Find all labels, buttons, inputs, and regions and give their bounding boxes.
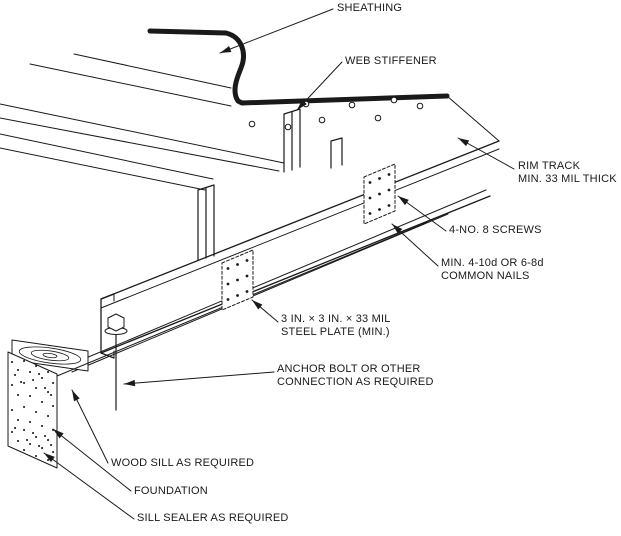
steel-plate-upper xyxy=(363,163,396,225)
joist-end-3 xyxy=(330,137,343,169)
foundation-end-face xyxy=(7,351,58,469)
label-anchor-bolt: ANCHOR BOLT OR OTHER CONNECTION AS REQUI… xyxy=(277,363,434,389)
label-steel-plate-line2: STEEL PLATE (MIN.) xyxy=(281,326,390,338)
label-wood-sill: WOOD SILL AS REQUIRED xyxy=(111,457,255,469)
concrete-stipple xyxy=(11,360,55,461)
label-foundation: FOUNDATION xyxy=(134,485,208,497)
wood-sill-part xyxy=(11,189,487,373)
label-web-stiffener: WEB STIFFENER xyxy=(345,55,437,67)
web-stiffener-part xyxy=(283,108,301,173)
label-anchor-bolt-line1: ANCHOR BOLT OR OTHER xyxy=(277,363,421,375)
leader-arrowheads xyxy=(44,46,470,463)
label-sheathing: SHEATHING xyxy=(337,2,403,14)
label-rim-track-line2: MIN. 33 MIL THICK xyxy=(518,173,617,185)
floor-joist-lines xyxy=(0,53,285,191)
label-common-nails: MIN. 4-10d OR 6-8d COMMON NAILS xyxy=(441,257,544,283)
steel-plate-lower xyxy=(221,249,254,311)
label-rim-track-line1: RIM TRACK xyxy=(518,160,581,172)
label-steel-plate: 3 IN. × 3 IN. × 33 MIL STEEL PLATE (MIN.… xyxy=(281,313,391,339)
label-screws: 4-NO. 8 SCREWS xyxy=(449,224,542,236)
hex-bolt-head xyxy=(107,313,125,332)
sheathing-panel xyxy=(147,28,500,142)
label-rim-track: RIM TRACK MIN. 33 MIL THICK xyxy=(518,160,617,186)
label-sill-sealer: SILL SEALER AS REQUIRED xyxy=(137,512,289,524)
anchor-bolt-part xyxy=(104,313,128,411)
label-common-nails-line1: MIN. 4-10d OR 6-8d xyxy=(441,257,544,269)
sheathing-edge xyxy=(147,28,450,106)
wood-grain xyxy=(18,346,82,365)
joist-end-1 xyxy=(197,184,215,261)
label-anchor-bolt-line2: CONNECTION AS REQUIRED xyxy=(277,376,434,388)
foundation-part xyxy=(7,221,429,469)
label-steel-plate-line1: 3 IN. × 3 IN. × 33 MIL xyxy=(281,313,391,325)
label-common-nails-line2: COMMON NAILS xyxy=(441,270,530,282)
